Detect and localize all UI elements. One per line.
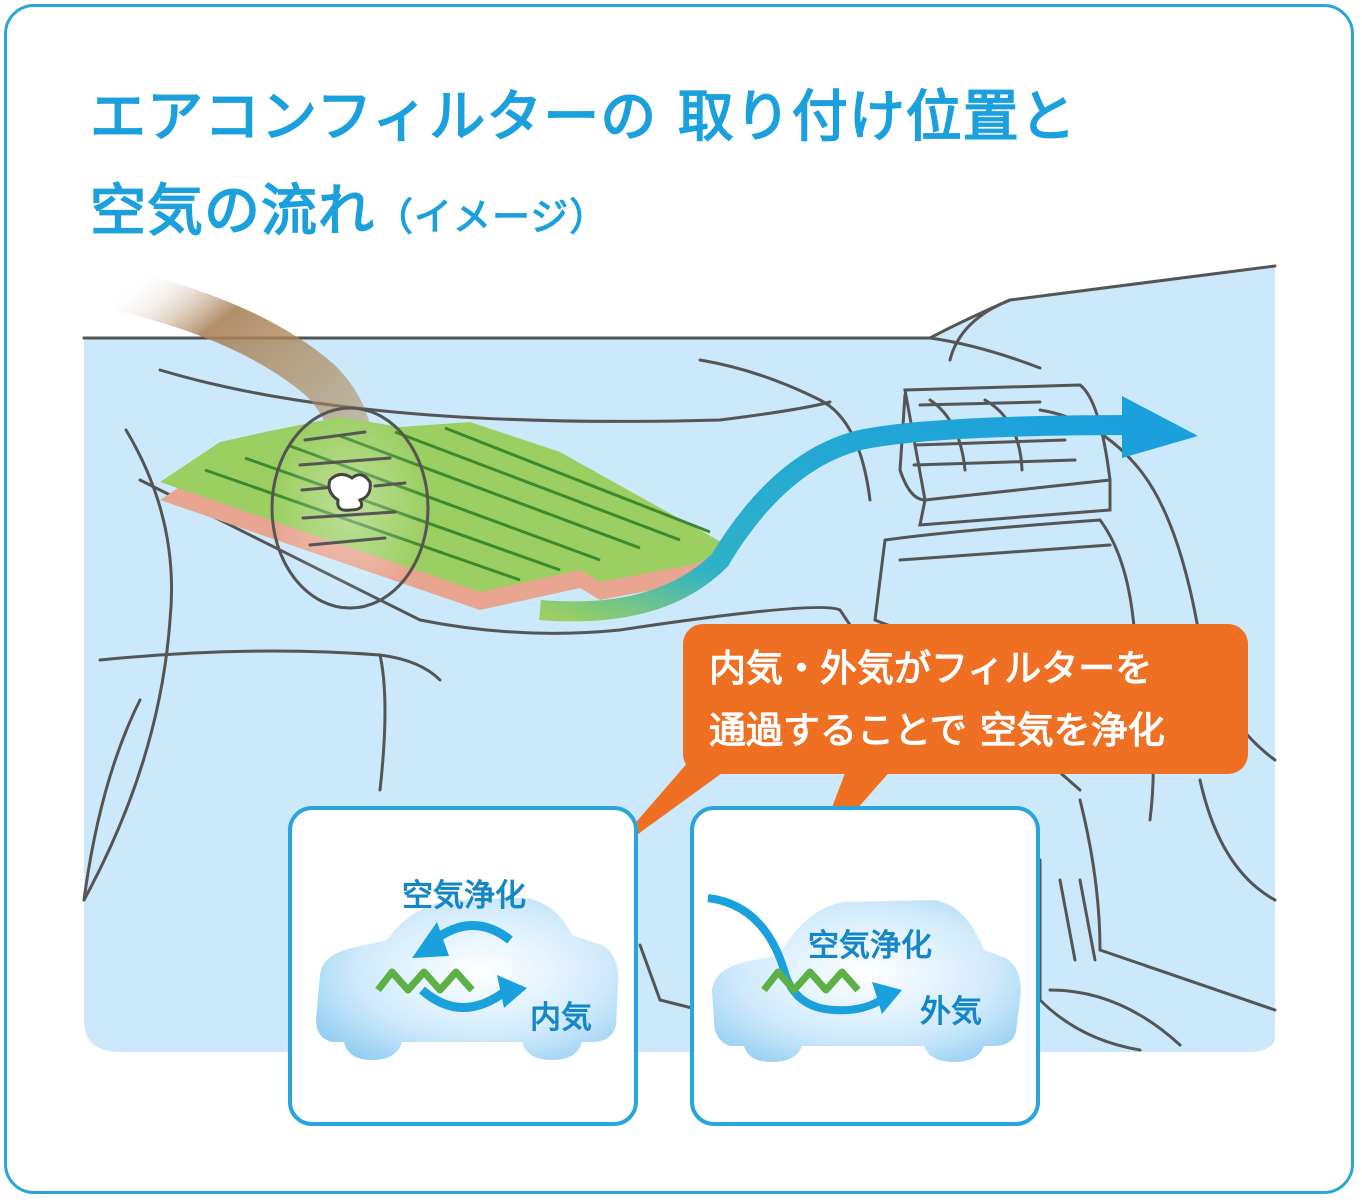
title-line-2: 空気の流れ bbox=[90, 179, 375, 244]
recirculation-panel: 空気浄化 内気 bbox=[288, 806, 638, 1126]
car-outside-illustration bbox=[707, 894, 1021, 1062]
car-body-icon bbox=[316, 898, 619, 1060]
outside-air-panel: 空気浄化 外気 bbox=[690, 806, 1040, 1126]
dust-particle bbox=[327, 473, 372, 512]
airflow-arrowhead bbox=[1122, 396, 1198, 458]
callout-line-1: 内気・外気がフィルターを bbox=[709, 647, 1153, 690]
callout-pointer-left bbox=[605, 760, 740, 858]
title-line-1: エアコンフィルターの 取り付け位置と bbox=[90, 85, 1077, 150]
car-body-icon bbox=[712, 900, 1021, 1062]
callout-line-2: 通過することで 空気を浄化 bbox=[709, 709, 1165, 752]
panel-2-mode: 外気 bbox=[920, 994, 982, 1030]
panel-1-mode: 内気 bbox=[530, 1000, 592, 1036]
page-subtitle: 空気の流れ（イメージ） bbox=[90, 166, 608, 247]
recirc-arrow-bottom-icon bbox=[419, 986, 510, 1012]
callout-box: 内気・外気がフィルターを 通過することで 空気を浄化 bbox=[683, 624, 1248, 774]
title-note: （イメージ） bbox=[375, 195, 609, 239]
airflow-arrow bbox=[539, 415, 1141, 622]
page-title: エアコンフィルターの 取り付け位置と bbox=[90, 72, 1077, 153]
panel-2-title: 空気浄化 bbox=[808, 928, 932, 964]
magnifier-circle bbox=[270, 406, 430, 610]
car-recirc-illustration bbox=[316, 898, 619, 1060]
filter-zigzag-icon bbox=[761, 968, 861, 994]
filter-zigzag-icon bbox=[375, 968, 475, 994]
panel-1-title: 空気浄化 bbox=[402, 878, 526, 914]
